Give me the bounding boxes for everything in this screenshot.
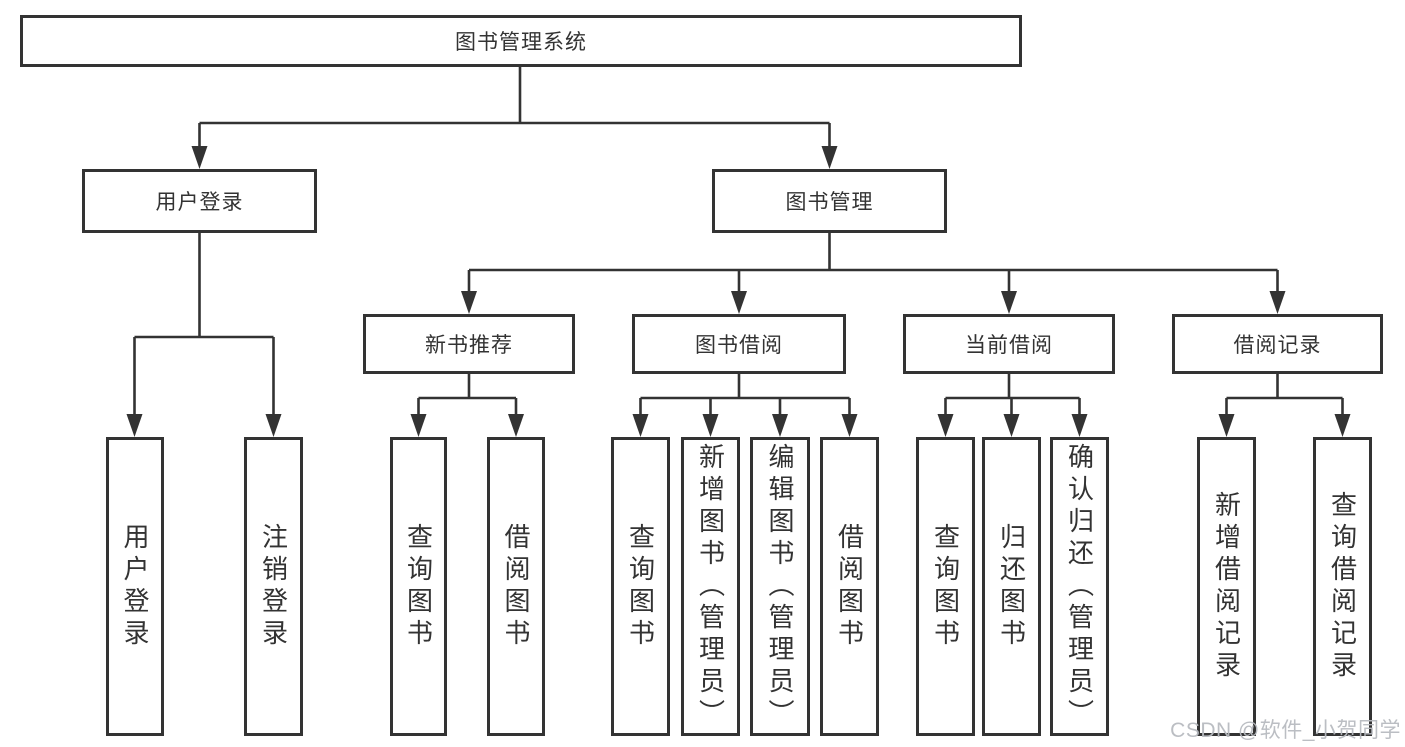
connector-user-login-children	[126, 233, 282, 437]
leaf-label: 查询借阅记录	[1327, 490, 1358, 683]
leaf-label: 编辑图书（管理员）	[765, 442, 795, 731]
leaf-borrowing-add-books-admin: 新增图书（管理员）	[681, 437, 740, 736]
node-new-book-recommendation: 新书推荐	[363, 314, 575, 374]
leaf-borrowing-borrow-books: 借阅图书	[820, 437, 879, 736]
leaf-current-confirm-return-admin: 确认归还（管理员）	[1050, 437, 1109, 736]
leaf-records-query-borrow-record: 查询借阅记录	[1313, 437, 1372, 736]
leaf-label: 用户登录	[120, 522, 150, 651]
leaf-label: 新增图书（管理员）	[695, 442, 726, 731]
connector-book-borrowing-children	[632, 374, 858, 437]
leaf-newbook-query-books: 查询图书	[390, 437, 447, 736]
leaf-label: 确认归还（管理员）	[1064, 442, 1095, 731]
leaf-records-add-borrow-record: 新增借阅记录	[1197, 437, 1256, 736]
leaf-current-return-books: 归还图书	[982, 437, 1041, 736]
node-book-borrowing: 图书借阅	[632, 314, 846, 374]
leaf-borrowing-query-books: 查询图书	[611, 437, 670, 736]
connector-new-book-children	[410, 374, 524, 437]
connector-book-management-sections	[461, 233, 1286, 314]
csdn-watermark: CSDN @软件_小贺同学	[1170, 719, 1401, 742]
leaf-label: 查询图书	[403, 522, 434, 651]
leaf-label: 查询图书	[930, 522, 961, 651]
leaf-label: 新增借阅记录	[1211, 490, 1242, 683]
node-library-management-system: 图书管理系统	[20, 15, 1022, 67]
leaf-label: 借阅图书	[834, 522, 865, 651]
node-user-login: 用户登录	[82, 169, 317, 233]
leaf-user-login: 用户登录	[106, 437, 164, 736]
node-current-borrowing: 当前借阅	[903, 314, 1115, 374]
node-borrowing-records: 借阅记录	[1172, 314, 1383, 374]
leaf-current-query-books: 查询图书	[916, 437, 975, 736]
leaf-logout: 注销登录	[244, 437, 303, 736]
leaf-label: 归还图书	[996, 522, 1027, 651]
leaf-borrowing-edit-books-admin: 编辑图书（管理员）	[750, 437, 810, 736]
leaf-label: 借阅图书	[501, 522, 531, 651]
connector-current-borrowing-children	[937, 374, 1088, 437]
leaf-label: 查询图书	[625, 522, 656, 651]
node-book-management: 图书管理	[712, 169, 947, 233]
leaf-newbook-borrow-books: 借阅图书	[487, 437, 545, 736]
leaf-label: 注销登录	[258, 522, 289, 651]
connector-borrowing-records-children	[1218, 374, 1351, 437]
connector-root-to-level2	[191, 67, 838, 169]
